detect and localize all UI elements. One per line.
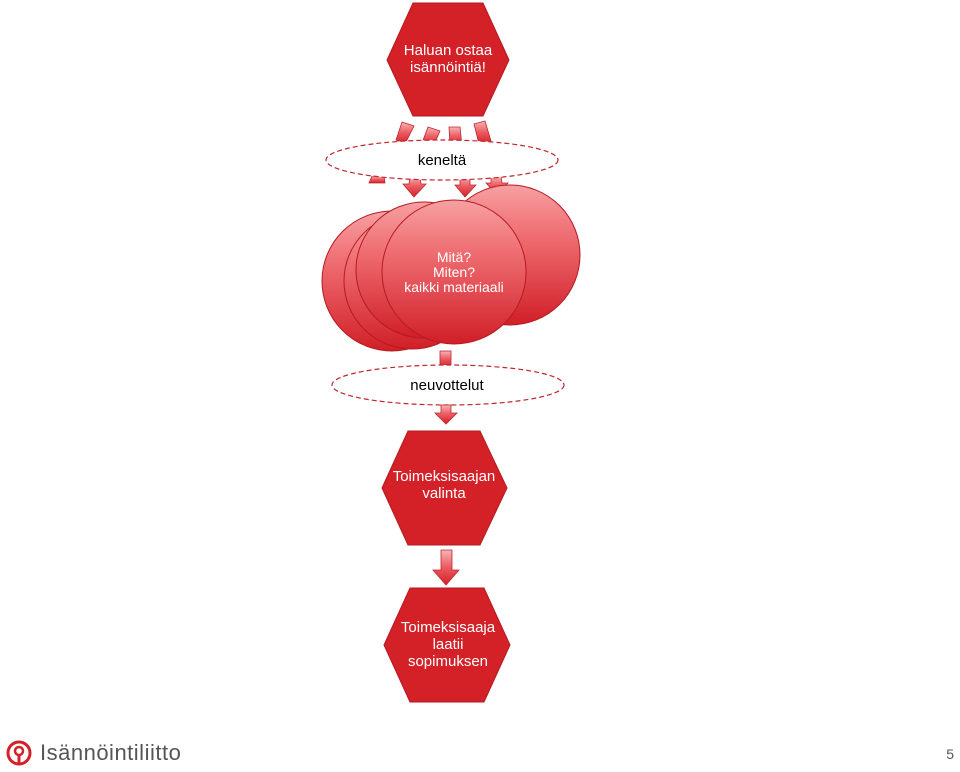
what-how-circle-cluster (321, 184, 581, 352)
selection-label: Toimeksisaajan valinta (379, 468, 509, 502)
all-material-line: kaikki materiaali (404, 279, 504, 295)
start-line-2: isännöintiä! (410, 59, 486, 76)
selection-line-1: Toimeksisaajan (392, 468, 496, 485)
contract-line-1: Toimeksisaaja (400, 619, 496, 636)
what-how-label: Mitä? Miten? kaikki materiaali (384, 250, 524, 295)
how-line: Miten? (432, 264, 476, 280)
contract-label: Toimeksisaaja laatii sopimuksen (384, 619, 512, 670)
contract-line-2: laatii (432, 636, 464, 653)
start-hexagon (386, 2, 510, 117)
page-number: 5 (946, 746, 954, 762)
from-whom-label: keneltä (417, 152, 467, 169)
start-label: Haluan ostaa isännöintiä! (388, 42, 508, 76)
from-whom-ellipse (325, 139, 559, 181)
isannointiliitto-logo-icon (6, 740, 32, 766)
start-line-1: Haluan ostaa (403, 42, 493, 59)
contract-line-3: sopimuksen (407, 653, 489, 670)
contract-hexagon (383, 587, 511, 703)
selection-hexagon (381, 430, 508, 546)
negotiations-label: neuvottelut (410, 377, 484, 394)
logo-text: Isännöintiliitto (40, 740, 182, 765)
footer-logo: Isännöintiliitto (6, 738, 181, 768)
arrow-to-contract (432, 549, 460, 586)
arrow-to-selection (434, 404, 458, 425)
selection-line-2: valinta (422, 485, 466, 502)
what-line: Mitä? (436, 249, 472, 265)
